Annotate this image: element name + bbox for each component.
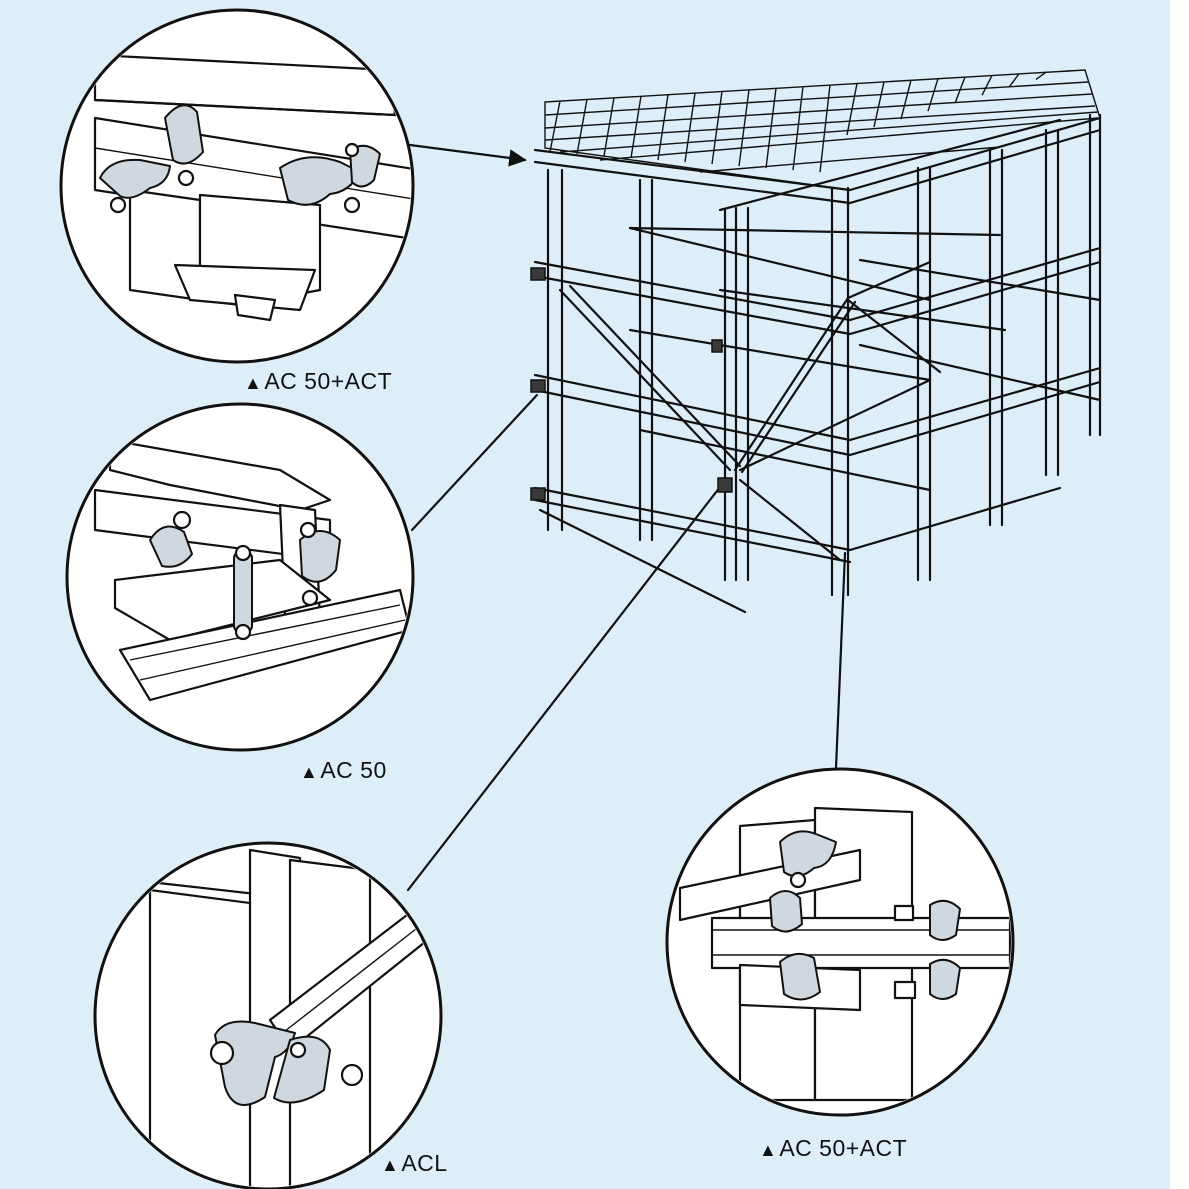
rebar-bar: [657, 94, 669, 161]
rebar-bar: [981, 75, 993, 96]
rebar-bar: [1035, 71, 1047, 80]
detail-circle-2: [65, 402, 415, 752]
rebar-bar: [549, 100, 561, 152]
rebar-bar: [1062, 69, 1074, 73]
clamp-1c: [279, 142, 381, 214]
clamp-4c: [779, 952, 961, 1001]
rebar-bar: [792, 86, 804, 171]
beams-level-3: [533, 328, 1102, 457]
caption-ac50-act-top: ▲AC 50+ACT: [244, 368, 392, 395]
leader-line-2: [410, 393, 539, 532]
rebar-bar: [603, 97, 615, 156]
detail-circle-4: [665, 767, 1015, 1117]
steel-framework: [530, 69, 1102, 614]
rebar-bar: [630, 96, 642, 159]
caption-ac50: ▲AC 50: [300, 757, 387, 784]
clamp-1b: [164, 104, 204, 187]
clamp-2a: [149, 510, 193, 568]
detail-circle-1: [59, 8, 415, 364]
rebar-bar: [954, 76, 966, 104]
clamp-4a: [779, 830, 837, 889]
leader-line-1: [408, 143, 527, 167]
caption-text: AC 50+ACT: [264, 368, 393, 394]
clamp-2c: [299, 521, 341, 607]
caption-text: AC 50+ACT: [779, 1135, 908, 1161]
detail-circle-3: [93, 841, 443, 1189]
triangle-marker-icon: ▲: [381, 1155, 400, 1175]
rebar-bar: [684, 92, 696, 163]
leader-lines: [406, 143, 847, 892]
triangle-marker-icon: ▲: [759, 1140, 778, 1160]
rebar-bar: [738, 89, 750, 167]
caption-acl: ▲ACL: [381, 1150, 448, 1177]
rebar-mesh: [544, 69, 1101, 191]
triangle-marker-icon: ▲: [300, 762, 319, 782]
beams-level-4: [533, 428, 1062, 614]
leader-line-4: [834, 551, 847, 770]
caption-ac50-act-bottom: ▲AC 50+ACT: [759, 1135, 907, 1162]
clamp-blocks: [530, 267, 733, 501]
rebar-bar: [927, 78, 939, 112]
front-columns: [546, 168, 850, 597]
clamp-3: [209, 1020, 364, 1106]
caption-text: ACL: [401, 1150, 448, 1176]
rebar-bar: [711, 91, 723, 165]
rebar-bar: [846, 83, 858, 136]
clamp-1a: [99, 158, 171, 214]
bracing: [558, 260, 942, 474]
leader-line-3: [406, 485, 722, 892]
rebar-bar: [819, 84, 831, 173]
rebar-bar: [1008, 73, 1020, 88]
clamp-2b: [233, 544, 253, 641]
beams-level-2: [533, 226, 1102, 336]
rebar-bar: [576, 99, 588, 154]
triangle-marker-icon: ▲: [244, 373, 263, 393]
rebar-bar: [765, 88, 777, 169]
rebar-bar: [900, 80, 912, 120]
clamp-4b: [769, 890, 961, 941]
caption-text: AC 50: [320, 757, 387, 783]
rebar-bar: [873, 81, 885, 128]
